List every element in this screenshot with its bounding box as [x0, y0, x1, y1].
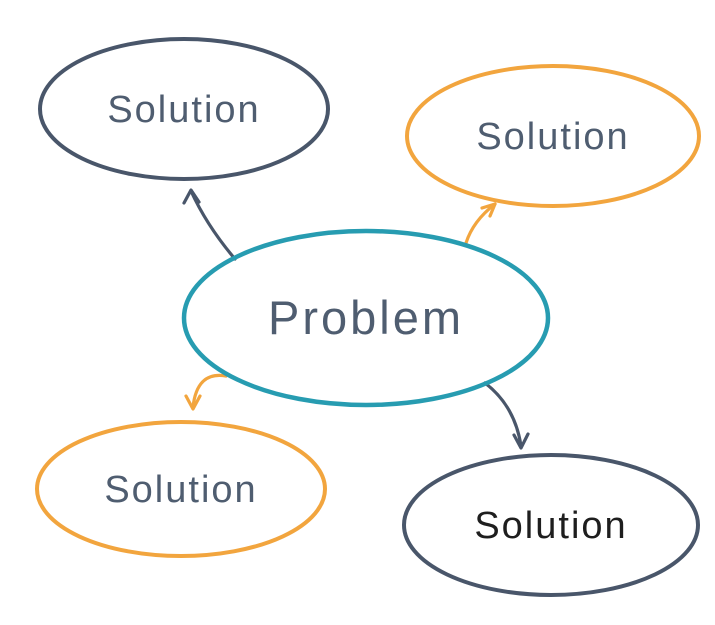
arrow-shaft: [189, 189, 237, 261]
solution-ellipse-bottom-right: [402, 453, 700, 597]
arrowhead-up-icon: [182, 188, 201, 205]
arrow-problem-to-top-right-solution: [464, 202, 497, 245]
solution-label-bottom-right: Solution: [474, 505, 627, 547]
problem-label: Problem: [268, 291, 464, 344]
solution-node-top-left: Solution: [38, 37, 330, 181]
arrow-shaft: [464, 202, 497, 245]
solution-node-bottom-right: Solution: [402, 453, 700, 597]
arrow-shaft: [191, 373, 228, 409]
arrowhead-up-right-icon: [480, 202, 497, 218]
solution-node-top-right: Solution: [405, 64, 701, 208]
problem-node: Problem: [181, 228, 551, 408]
solution-ellipse-top-left: [38, 37, 330, 181]
solution-ellipse-top-right: [405, 64, 701, 208]
arrowhead-down-icon: [512, 432, 530, 450]
solution-label-top-right: Solution: [476, 116, 629, 158]
arrowhead-down-icon: [184, 394, 202, 411]
arrow-problem-to-top-left-solution: [182, 188, 237, 261]
arrow-shaft: [483, 381, 523, 448]
problem-ellipse: [181, 228, 551, 408]
arrow-problem-to-bottom-left-solution: [184, 373, 228, 411]
solution-ellipse-bottom-left: [35, 420, 327, 558]
arrow-problem-to-bottom-right-solution: [483, 381, 530, 450]
solution-node-bottom-left: Solution: [35, 420, 327, 558]
solution-label-bottom-left: Solution: [104, 469, 257, 511]
solution-label-top-left: Solution: [107, 89, 260, 131]
